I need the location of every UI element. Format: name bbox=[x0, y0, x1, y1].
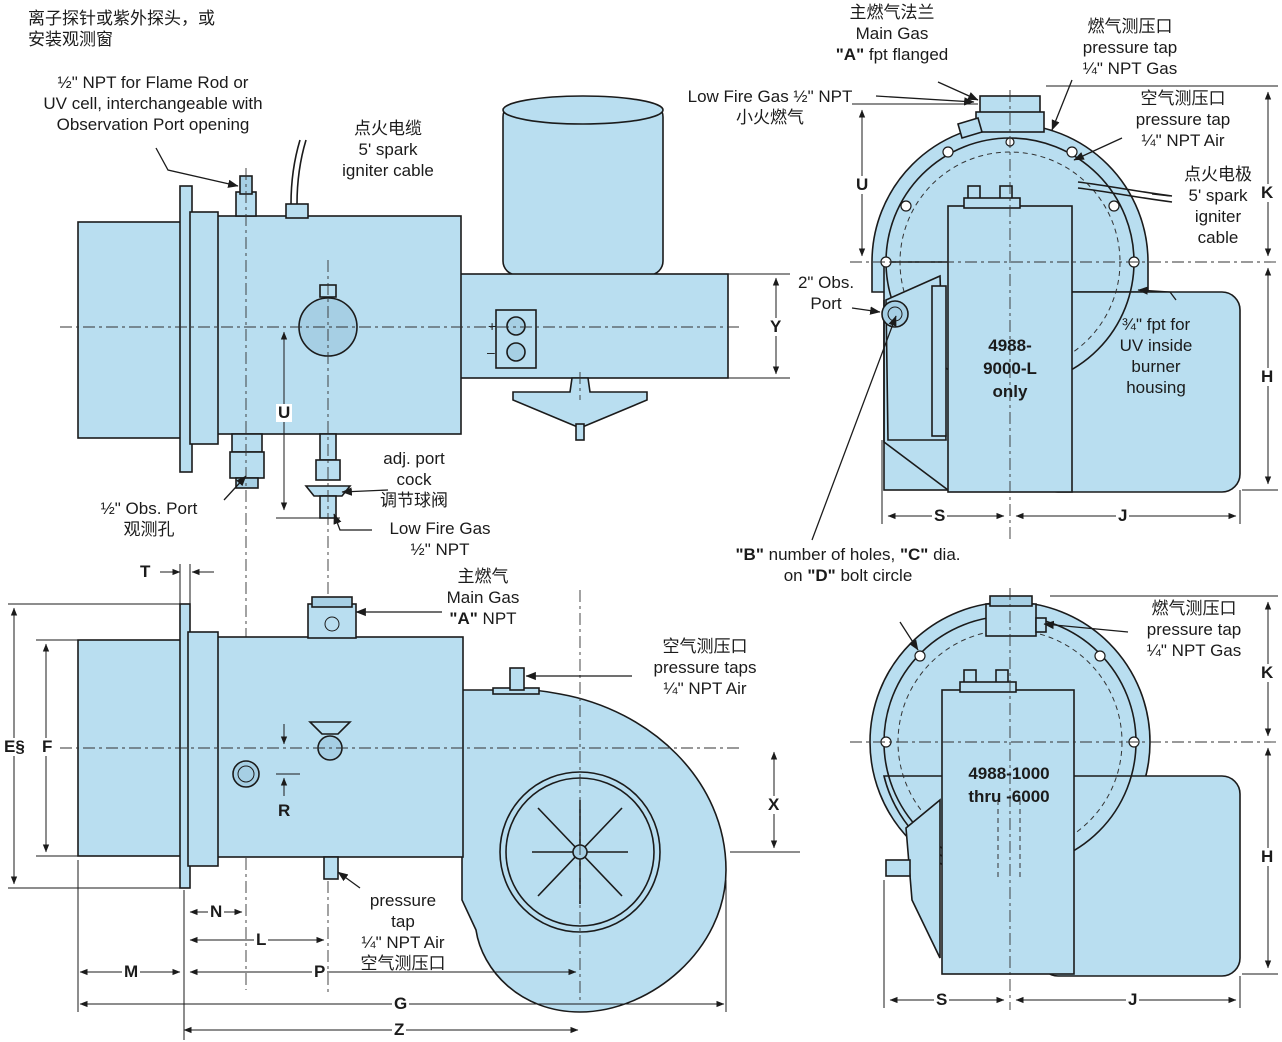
front-view: + – bbox=[60, 95, 790, 992]
dim-k-lower: K bbox=[1259, 663, 1276, 682]
dim-z: Z bbox=[392, 1020, 407, 1039]
lower-control-block bbox=[941, 689, 1075, 975]
dim-x: X bbox=[766, 795, 782, 814]
low-fire-wingnut bbox=[957, 117, 983, 139]
bolt-circle-callout: "B" number of holes, "C" dia. on "D" bol… bbox=[735, 545, 961, 585]
dim-k-upper: K bbox=[1259, 183, 1276, 202]
air-tap-end-callout: 空气测压口 pressure tap ¼" NPT Air bbox=[1135, 89, 1231, 150]
main-gas-inlet bbox=[307, 603, 357, 639]
blower-scroll bbox=[461, 688, 727, 1013]
dim-h-lower: H bbox=[1259, 847, 1276, 866]
air-taps-top-callout: 空气测压口 pressure taps ¼" NPT Air bbox=[653, 637, 757, 698]
end-view-upper bbox=[811, 79, 1280, 541]
obs-port-2in-callout: 2" Obs. Port bbox=[797, 273, 855, 313]
side-port bbox=[232, 760, 260, 788]
model-upper-label: 4988- 9000-L only bbox=[983, 336, 1037, 401]
spark-end-callout: 点火电极 5' spark igniter cable bbox=[1184, 165, 1252, 247]
combustion-tube bbox=[77, 221, 187, 439]
spark-cable-callout: 点火电缆 5' spark igniter cable bbox=[342, 119, 434, 180]
dim-s-upper: S bbox=[932, 506, 948, 525]
dim-g: G bbox=[392, 994, 410, 1013]
dim-u-end: U bbox=[854, 175, 871, 194]
end-view-lower bbox=[850, 588, 1280, 1010]
dim-t: T bbox=[140, 562, 151, 581]
gas-tap-upper-callout: 燃气测压口 pressure tap ¼" NPT Gas bbox=[1082, 17, 1178, 78]
flame-rod-callout-en: ½" NPT for Flame Rod or UV cell, interch… bbox=[43, 73, 263, 134]
obs-port-2in bbox=[881, 300, 909, 328]
dim-y: Y bbox=[768, 317, 784, 336]
wing-handle bbox=[308, 721, 352, 735]
lower-bracket bbox=[905, 798, 941, 959]
shutter-knob bbox=[575, 423, 585, 441]
dim-u-front: U bbox=[276, 403, 293, 422]
blower-inlet bbox=[499, 771, 661, 933]
main-gas-flanged-callout: 主燃气法兰 Main Gas "A" fpt flanged bbox=[835, 3, 949, 64]
terminal-plus bbox=[506, 316, 526, 336]
dim-r: R bbox=[278, 801, 291, 820]
gas-tap-lower-callout: 燃气测压口 pressure tap ¼" NPT Gas bbox=[1146, 599, 1242, 660]
pressure-tap-fitting bbox=[323, 856, 339, 880]
air-tap-fitting bbox=[509, 667, 525, 691]
dim-p: P bbox=[312, 962, 328, 981]
dim-f: F bbox=[40, 737, 55, 756]
top-view bbox=[8, 564, 800, 1040]
low-fire-front-callout: Low Fire Gas ½" NPT bbox=[389, 519, 491, 559]
pressure-tap-top-callout: pressure tap ¼" NPT Air 空气测压口 bbox=[360, 891, 446, 973]
air-shutter bbox=[512, 377, 648, 429]
dim-j-lower: J bbox=[1126, 990, 1140, 1009]
dim-h-upper: H bbox=[1259, 367, 1276, 386]
spark-fitting bbox=[285, 203, 309, 219]
svg-text:+: + bbox=[488, 318, 496, 334]
dim-j-upper: J bbox=[1116, 506, 1130, 525]
model-lower-label: 4988-1000 thru -6000 bbox=[968, 764, 1050, 806]
dim-s-lower: S bbox=[934, 990, 950, 1009]
terminal-minus bbox=[506, 342, 526, 362]
flame-rod-callout-zh: 离子探针或紫外探头，或 安装观测窗 bbox=[28, 9, 215, 49]
obs-port-callout: ½" Obs. Port 观测孔 bbox=[100, 499, 198, 539]
main-gas-top-callout: 主燃气 Main Gas "A" NPT bbox=[446, 567, 520, 628]
spark-cable bbox=[296, 139, 307, 205]
flange-collar bbox=[189, 211, 219, 445]
svg-text:–: – bbox=[487, 344, 495, 360]
lower-gas-inlet bbox=[985, 603, 1037, 637]
dim-n: N bbox=[208, 902, 225, 921]
motor-top bbox=[502, 95, 664, 125]
dim-l: L bbox=[254, 930, 269, 949]
dim-e: E§ bbox=[2, 737, 27, 756]
obs-port-collar bbox=[231, 433, 263, 453]
obs-port-fitting bbox=[229, 451, 265, 479]
obs-port-cap bbox=[235, 477, 259, 489]
adj-port-cock-callout: adj. port cock 调节球阀 bbox=[380, 449, 448, 510]
uv-fpt-callout: ¾" fpt for UV inside burner housing bbox=[1119, 315, 1193, 397]
dim-m: M bbox=[122, 962, 141, 981]
low-fire-end-callout: Low Fire Gas ½" NPT 小火燃气 bbox=[687, 87, 853, 127]
motor bbox=[502, 102, 664, 276]
top-flange-collar bbox=[187, 631, 219, 867]
